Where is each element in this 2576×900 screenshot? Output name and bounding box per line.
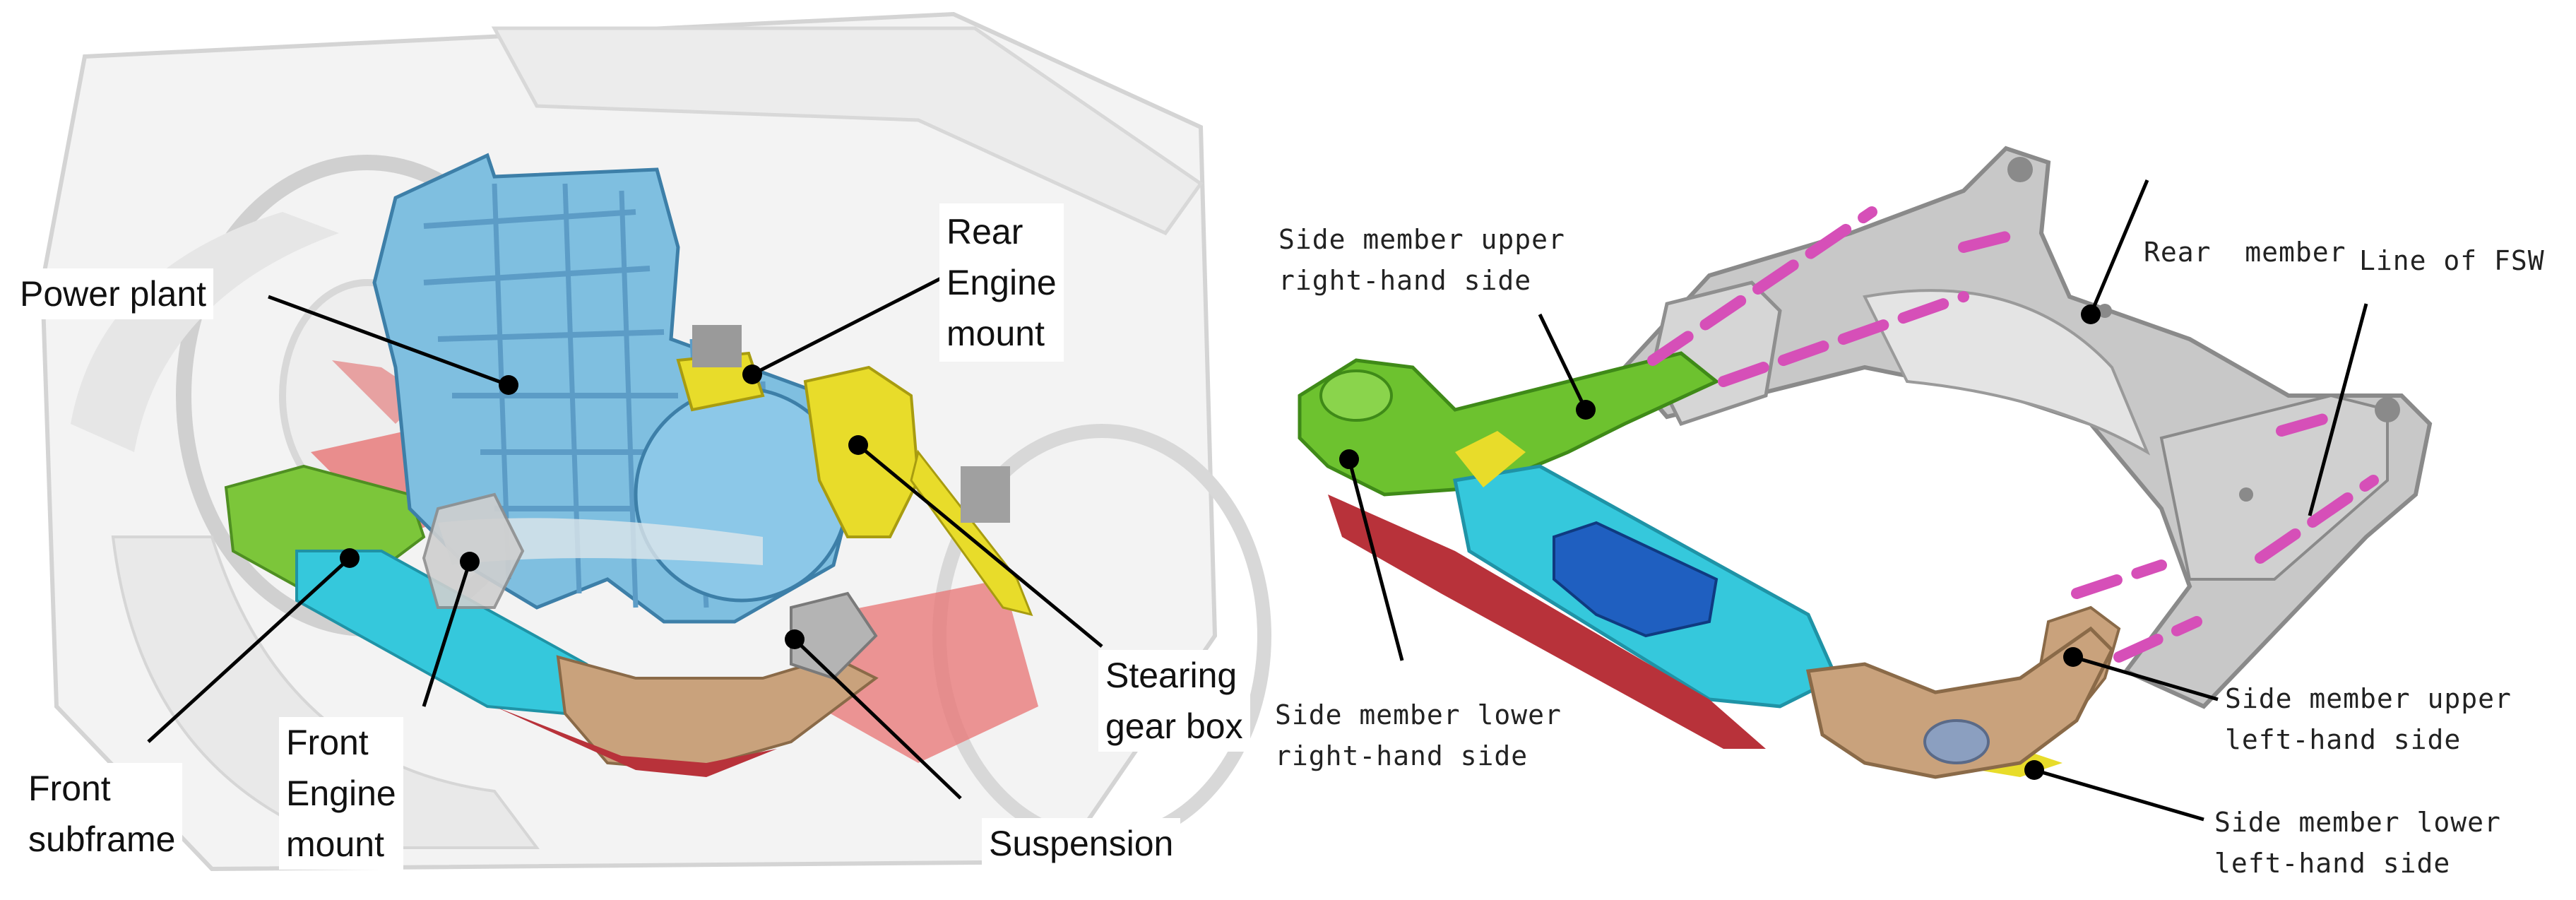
left-leader-dots — [340, 365, 868, 649]
front-subframe-tan — [556, 655, 879, 772]
fsw-line-7 — [2113, 616, 2202, 663]
label-front-subframe-line-2: subframe — [28, 819, 176, 859]
label-rear-member-text: Rear member — [2144, 237, 2346, 268]
steering-rack-link — [910, 449, 1033, 617]
rear-member-inner-hollow — [1863, 289, 2151, 456]
label-rear-engine-mount-line-3: mount — [946, 314, 1045, 353]
dot-suspension — [785, 629, 805, 649]
rear-member-hole-1 — [2007, 157, 2033, 182]
leader-line-of-fsw — [2308, 303, 2368, 516]
label-front-engine-mount-line-3: mount — [286, 824, 384, 864]
label-rear-engine-mount-line-2: Engine — [946, 263, 1057, 302]
fsw-line-2 — [1718, 291, 1969, 387]
blue-bracket — [1553, 521, 1719, 638]
label-side-member-upper-rh: Side member upper right-hand side — [1278, 219, 1565, 301]
mount-block-top — [692, 325, 742, 367]
dot-power-plant — [499, 375, 518, 395]
label-power-plant: Power plant — [13, 268, 214, 319]
side-member-lower-rh-red — [1328, 495, 1766, 749]
leader-side-member-upper-lh — [2072, 655, 2219, 701]
left-vehicle-illustration — [40, 11, 1271, 872]
label-side-member-lower-rh-line-2: right-hand side — [1275, 740, 1529, 771]
side-member-lower-lh-part — [1805, 626, 2115, 779]
label-stearing-gear-box: Stearing gear box — [1098, 650, 1250, 752]
right-leader-dots — [1339, 304, 2101, 780]
leader-front-subframe — [147, 557, 351, 743]
dot-side-member-upper-lh — [2063, 647, 2083, 667]
leader-side-member-upper-rh — [1538, 313, 1588, 411]
dot-front-engine-mount — [460, 552, 480, 572]
label-front-subframe-line-1: Front — [28, 769, 111, 808]
power-plant-detail-1 — [423, 209, 812, 511]
leader-rear-engine-mount — [751, 273, 948, 377]
yellow-underside — [1455, 431, 1526, 487]
label-side-member-lower-rh-line-1: Side member lower — [1275, 699, 1562, 730]
right-subframe-illustration — [1298, 146, 2433, 779]
label-side-member-upper-rh-line-2: right-hand side — [1278, 265, 1532, 296]
dot-rear-engine-mount — [742, 365, 762, 384]
dot-front-subframe — [340, 548, 360, 568]
leader-rear-member — [2089, 179, 2149, 315]
side-member-upper-rh-part — [1298, 351, 1720, 497]
label-power-plant-text: Power plant — [20, 274, 207, 314]
label-side-member-upper-lh-line-2: left-hand side — [2225, 724, 2462, 755]
leader-side-member-lower-lh — [2034, 768, 2204, 822]
right-leader-lines — [1347, 179, 2368, 822]
label-line-of-fsw-text: Line of FSW — [2359, 245, 2545, 276]
mount-block-side — [961, 466, 1010, 523]
label-side-member-lower-lh-line-1: Side member lower — [2214, 807, 2501, 838]
label-suspension-text: Suspension — [989, 824, 1174, 863]
dot-side-member-upper-rh — [1576, 400, 1596, 420]
label-side-member-lower-lh: Side member lower left-hand side — [2214, 802, 2501, 884]
hood-ghost — [491, 26, 1204, 236]
leader-power-plant — [268, 295, 509, 387]
fsw-line-1 — [1647, 206, 1877, 366]
side-member-lower-lh-boss — [1923, 719, 1990, 764]
side-member-upper-rh-boss — [1319, 369, 1393, 422]
fsw-lines — [1647, 206, 2379, 663]
subframe-red-underside — [494, 706, 777, 777]
label-line-of-fsw: Line of FSW — [2359, 240, 2545, 281]
label-side-member-upper-lh-line-1: Side member upper — [2225, 683, 2512, 714]
rear-member-hole-3 — [2098, 304, 2112, 318]
label-side-member-upper-rh-line-1: Side member upper — [1278, 224, 1565, 255]
label-rear-member: Rear member — [2144, 150, 2346, 314]
fsw-line-3 — [1958, 227, 2026, 253]
front-engine-mount-part — [422, 492, 525, 609]
rear-member-hole-4 — [2239, 487, 2253, 502]
rear-member-hole-2 — [2375, 397, 2400, 422]
label-stearing-gear-box-line-2: gear box — [1105, 706, 1243, 746]
label-front-subframe: Front subframe — [21, 763, 183, 865]
label-side-member-lower-lh-line-2: left-hand side — [2214, 848, 2451, 879]
label-rear-engine-mount: Rear Engine mount — [939, 203, 1064, 362]
fender-ghost — [71, 212, 339, 452]
label-side-member-upper-lh: Side member upper left-hand side — [2225, 678, 2512, 760]
leader-suspension — [793, 638, 962, 800]
leader-side-member-lower-rh — [1347, 458, 1404, 661]
dot-side-member-lower-lh — [2024, 760, 2044, 780]
leader-stearing-gear-box — [857, 444, 1103, 648]
label-side-member-lower-rh: Side member lower right-hand side — [1275, 694, 1562, 776]
label-front-engine-mount: Front Engine mount — [279, 717, 403, 870]
bumper-ghost — [111, 535, 540, 849]
label-stearing-gear-box-line-1: Stearing — [1105, 656, 1237, 695]
label-front-engine-mount-line-2: Engine — [286, 774, 396, 813]
fsw-line-6 — [2071, 559, 2167, 599]
label-rear-engine-mount-line-1: Rear — [946, 212, 1023, 251]
label-front-engine-mount-line-1: Front — [286, 723, 369, 762]
fsw-line-4 — [2276, 411, 2337, 437]
dot-side-member-lower-rh — [1339, 449, 1359, 469]
dot-stearing-gear-box — [848, 435, 868, 455]
left-leader-lines — [147, 273, 1103, 800]
leader-front-engine-mount — [422, 561, 472, 707]
dot-rear-member — [2081, 304, 2101, 324]
label-suspension: Suspension — [982, 818, 1181, 869]
fsw-line-5 — [2255, 475, 2379, 564]
